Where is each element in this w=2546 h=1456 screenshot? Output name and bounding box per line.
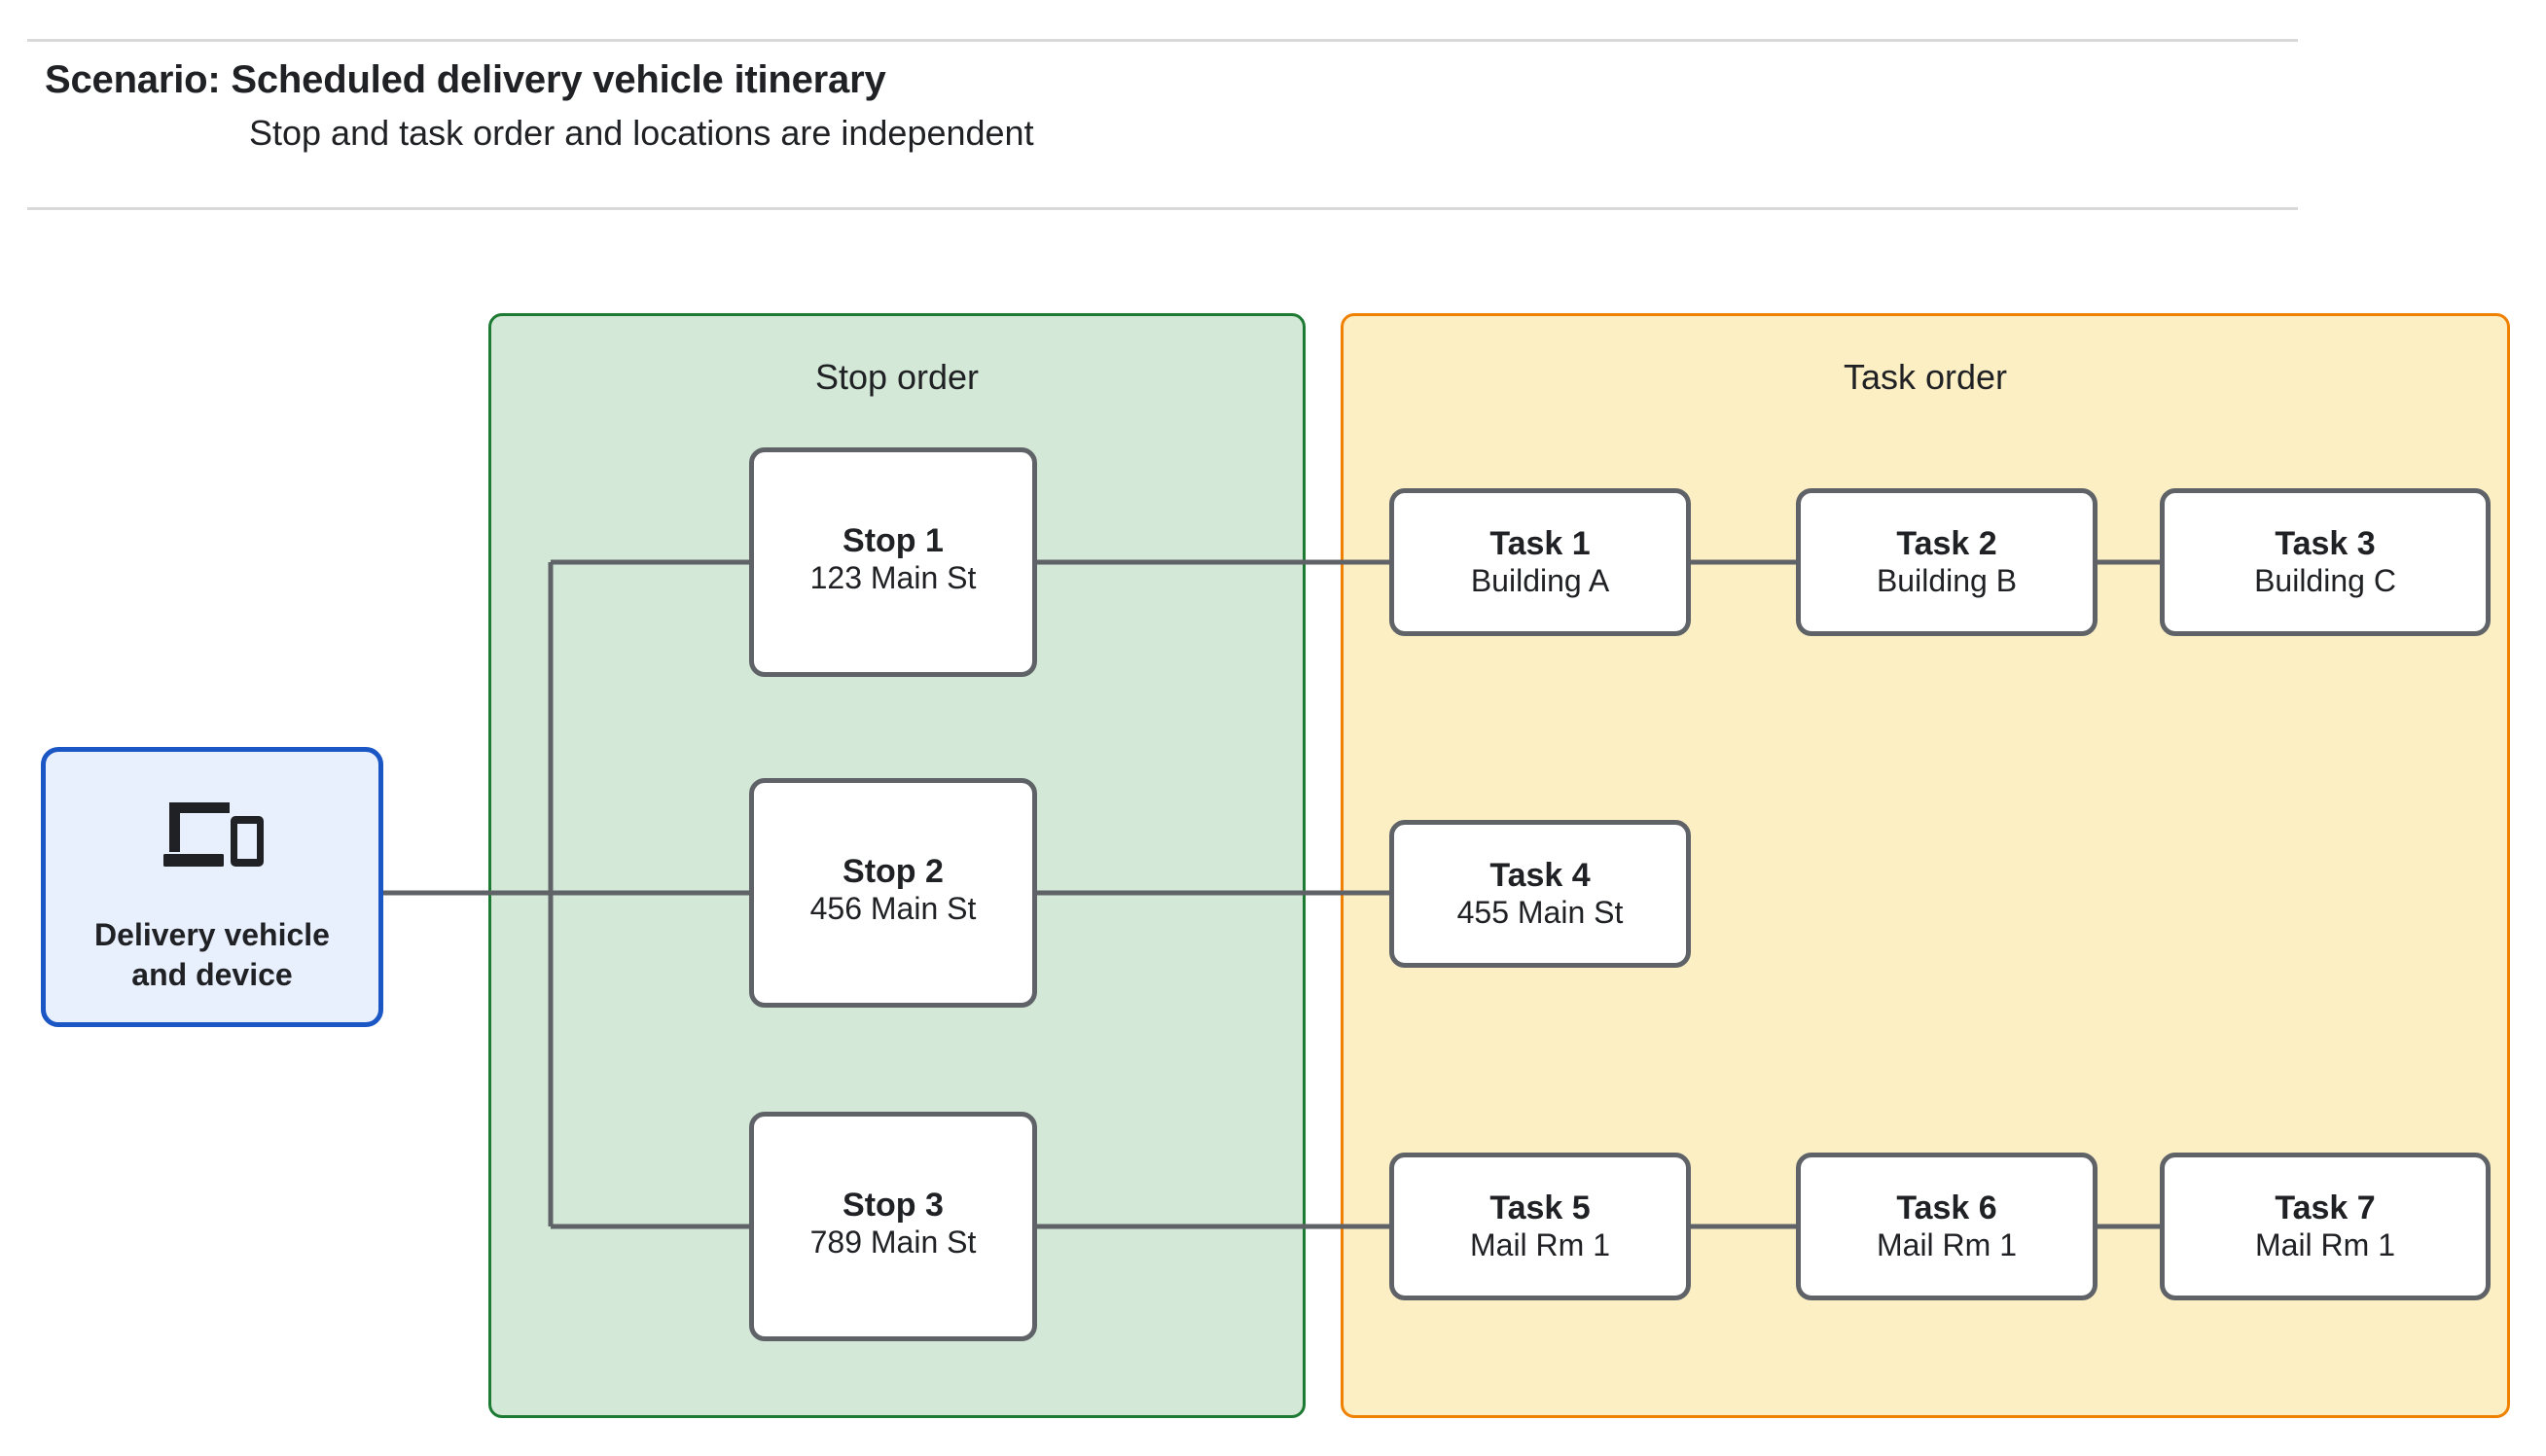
devices-icon	[163, 802, 264, 867]
stop-node-3-location: 789 Main St	[809, 1225, 977, 1261]
task-node-7-location: Mail Rm 1	[2254, 1227, 2395, 1263]
task-node-1[interactable]: Task 1 Building A	[1389, 488, 1691, 636]
task-node-4-title: Task 4	[1489, 857, 1591, 895]
stop-node-1-title: Stop 1	[843, 522, 944, 560]
task-node-5[interactable]: Task 5 Mail Rm 1	[1389, 1153, 1691, 1300]
page-title: Scenario: Scheduled delivery vehicle iti…	[45, 58, 886, 101]
stop-node-2[interactable]: Stop 2 456 Main St	[749, 778, 1037, 1008]
page-subtitle: Stop and task order and locations are in…	[249, 113, 1034, 153]
stop-node-3[interactable]: Stop 3 789 Main St	[749, 1112, 1037, 1341]
task-node-1-location: Building A	[1470, 563, 1610, 599]
task-node-7[interactable]: Task 7 Mail Rm 1	[2160, 1153, 2491, 1300]
task-node-6[interactable]: Task 6 Mail Rm 1	[1796, 1153, 2098, 1300]
stop-node-1-location: 123 Main St	[809, 560, 977, 596]
task-node-2-title: Task 2	[1896, 525, 1997, 563]
task-node-3-title: Task 3	[2275, 525, 2376, 563]
task-node-5-title: Task 5	[1489, 1190, 1591, 1227]
task-node-3-location: Building C	[2254, 563, 2396, 599]
stop-node-1[interactable]: Stop 1 123 Main St	[749, 447, 1037, 677]
delivery-vehicle-card[interactable]: Delivery vehicle and device	[41, 747, 383, 1027]
stop-node-2-location: 456 Main St	[809, 891, 977, 927]
stop-node-3-title: Stop 3	[843, 1187, 944, 1225]
task-node-5-location: Mail Rm 1	[1469, 1227, 1610, 1263]
task-node-6-location: Mail Rm 1	[1876, 1227, 2017, 1263]
delivery-vehicle-label: Delivery vehicle and device	[94, 917, 330, 992]
task-node-2-location: Building B	[1876, 563, 2018, 599]
task-node-6-title: Task 6	[1896, 1190, 1997, 1227]
stop-order-panel-title: Stop order	[814, 357, 980, 397]
task-order-panel-title: Task order	[1843, 357, 2008, 397]
stop-node-2-title: Stop 2	[843, 853, 944, 891]
task-node-4-location: 455 Main St	[1456, 895, 1624, 931]
task-node-1-title: Task 1	[1489, 525, 1591, 563]
task-node-2[interactable]: Task 2 Building B	[1796, 488, 2098, 636]
task-node-4[interactable]: Task 4 455 Main St	[1389, 820, 1691, 968]
task-node-3[interactable]: Task 3 Building C	[2160, 488, 2491, 636]
task-node-7-title: Task 7	[2275, 1190, 2376, 1227]
header-divider-bottom	[27, 207, 2298, 210]
header-divider-top	[27, 39, 2298, 42]
